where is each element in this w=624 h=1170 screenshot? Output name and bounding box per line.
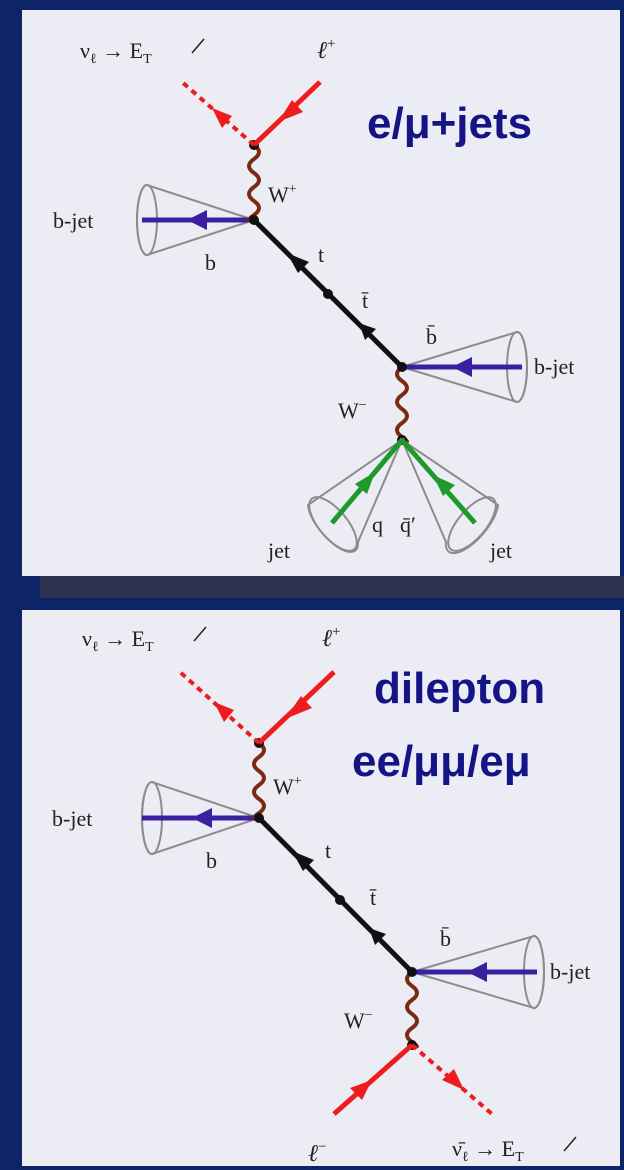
jet-left-cone xyxy=(306,437,405,553)
lepton-plus-line xyxy=(252,80,322,147)
w-plus-boson xyxy=(252,741,266,821)
jet-right-label: jet xyxy=(489,538,512,563)
neutrino-label: νℓ → ET xyxy=(80,38,152,67)
jet-right-cone xyxy=(399,437,500,555)
w-minus-label: W− xyxy=(338,398,367,423)
ljets-diagram-panel: νℓ → ET ℓ+ e/μ+jets W+ b-jet b t t̄ b̄ b… xyxy=(22,10,620,576)
panel-title-line-2: ee/μμ/eμ xyxy=(352,737,531,786)
b-quark-line-left xyxy=(142,210,254,230)
lepton-plus-label: ℓ+ xyxy=(317,36,335,64)
top-quark-line xyxy=(257,816,414,974)
antineutrino-label: ν̄ℓ → ET xyxy=(452,1136,524,1165)
b-label: b xyxy=(205,250,216,275)
w-minus-boson xyxy=(405,970,419,1049)
qbarprime-label: q̄′ xyxy=(400,512,416,537)
bjet-left-label: b-jet xyxy=(53,208,93,233)
t-label: t xyxy=(325,838,331,863)
bbar-label: b̄ xyxy=(440,926,451,951)
w-plus-label: W+ xyxy=(273,774,302,799)
panel-title-line-1: dilepton xyxy=(374,664,545,713)
jet-left-label: jet xyxy=(267,538,290,563)
b-quark-line-left xyxy=(142,808,259,828)
neutrino-label: νℓ → ET xyxy=(82,626,154,655)
w-plus-boson xyxy=(247,143,261,223)
neutrino-line xyxy=(180,80,256,147)
q-quark-line xyxy=(330,438,404,525)
b-label: b xyxy=(206,848,217,873)
neutrino-line xyxy=(178,670,261,745)
w-minus-label: W− xyxy=(344,1008,373,1033)
panel-divider xyxy=(40,576,624,598)
lepton-minus-label: ℓ− xyxy=(308,1139,326,1166)
t-label: t xyxy=(318,242,324,267)
bbar-quark-line xyxy=(412,962,537,982)
lepton-plus-label: ℓ+ xyxy=(322,624,340,652)
antineutrino-line xyxy=(410,1043,494,1116)
top-quark-line xyxy=(252,218,404,369)
qbar-quark-line xyxy=(400,438,477,525)
dilepton-feynman-diagram: νℓ → ET ℓ+ dilepton ee/μμ/eμ W+ b-jet b … xyxy=(52,624,590,1166)
dilepton-diagram-panel: νℓ → ET ℓ+ dilepton ee/μμ/eμ W+ b-jet b … xyxy=(22,610,620,1166)
ljets-feynman-diagram: νℓ → ET ℓ+ e/μ+jets W+ b-jet b t t̄ b̄ b… xyxy=(53,36,574,563)
lepton-plus-line xyxy=(257,670,336,745)
bjet-left-label: b-jet xyxy=(52,806,92,831)
w-minus-boson xyxy=(395,365,409,444)
w-plus-label: W+ xyxy=(268,182,297,207)
q-label: q xyxy=(372,512,383,537)
panel-title: e/μ+jets xyxy=(367,99,532,148)
tbar-label: t̄ xyxy=(369,885,377,910)
lepton-minus-line xyxy=(332,1043,414,1116)
bbar-label: b̄ xyxy=(426,324,437,349)
tbar-label: t̄ xyxy=(361,288,369,313)
bjet-right-label: b-jet xyxy=(550,959,590,984)
bbar-quark-line xyxy=(402,357,522,377)
bjet-right-label: b-jet xyxy=(534,354,574,379)
